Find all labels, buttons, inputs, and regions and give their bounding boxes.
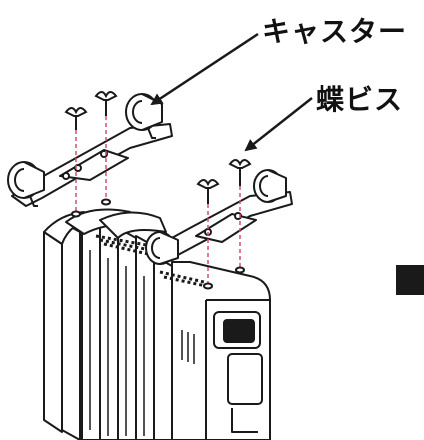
caster-label: キャスター (262, 15, 408, 48)
screw-guide-lines-front (207, 186, 241, 284)
caster-bracket-rear (7, 93, 173, 207)
caster-wheel-right-front (253, 169, 287, 203)
caster-wheel-right-rear (125, 93, 163, 139)
screw-callout-arrow (244, 97, 313, 152)
caster-wheel-left-front (145, 231, 179, 265)
caster-bracket-front (145, 169, 293, 265)
caster-callout-arrow (150, 32, 259, 106)
wing-screw-icon (94, 91, 118, 116)
caster-wheel-left-rear (7, 161, 45, 207)
screw-guide-lines-rear (75, 116, 107, 212)
wing-screw-label: 蝶ビス (316, 83, 404, 116)
wing-screws-front (196, 159, 252, 204)
wing-screw-icon (196, 179, 220, 204)
oil-heater-body (43, 208, 271, 440)
wing-screw-icon (228, 159, 252, 186)
square-marker-icon (396, 265, 424, 295)
wing-screws-rear (64, 91, 118, 130)
wing-screw-icon (64, 107, 88, 130)
